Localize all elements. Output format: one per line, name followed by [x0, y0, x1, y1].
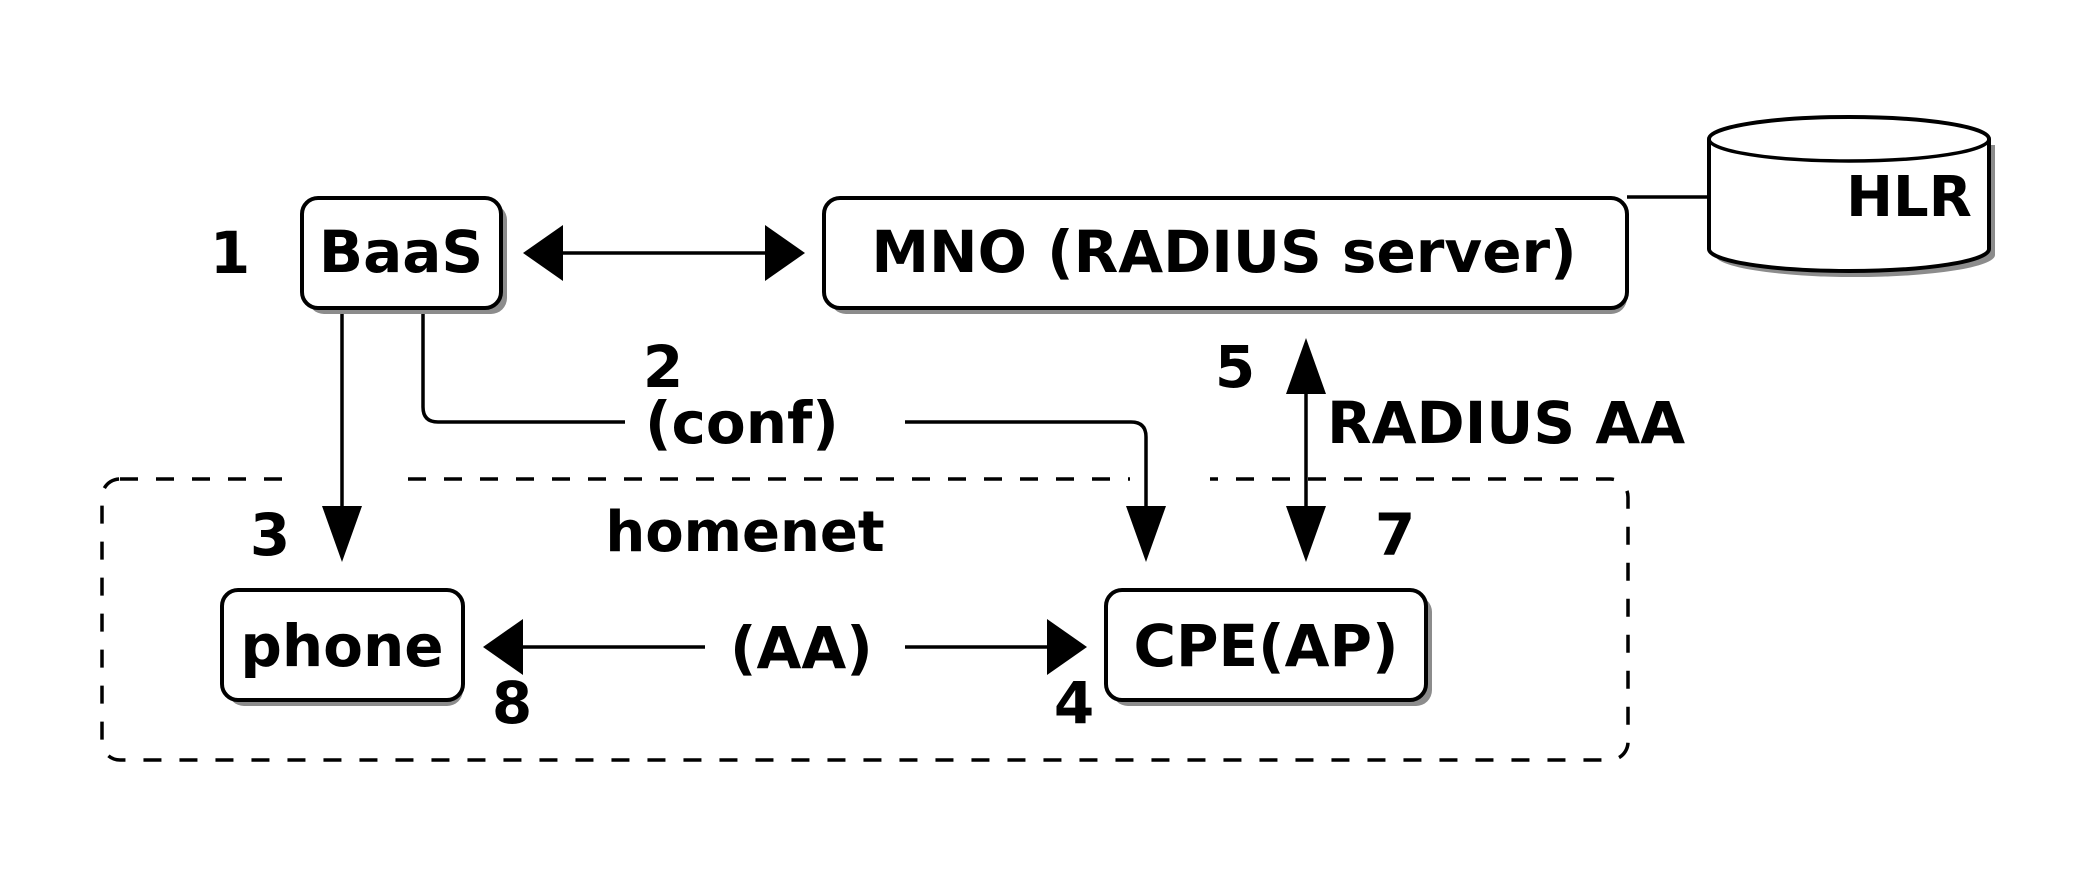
conf-arrow — [421, 309, 1166, 562]
step-3: 3 — [250, 501, 290, 569]
homenet-label: homenet — [605, 500, 884, 565]
homenet-group: homenet — [100, 470, 1630, 762]
conf-label: (conf) — [645, 389, 839, 457]
baas-node: BaaS — [300, 196, 507, 314]
radius-aa-label: RADIUS AA — [1327, 389, 1685, 457]
hlr-label: HLR — [1846, 165, 1972, 230]
phone-node: phone — [220, 588, 465, 706]
mno-node: MNO (RADIUS server) — [822, 196, 1629, 314]
cpe-label: CPE(AP) — [1133, 612, 1398, 680]
radius-aa-arrow — [1286, 338, 1326, 562]
baas-mno-arrow — [523, 225, 805, 281]
step-4: 4 — [1054, 669, 1094, 737]
baas-phone-arrow — [322, 309, 362, 562]
cpe-node: CPE(AP) — [1104, 588, 1432, 706]
baas-label: BaaS — [319, 218, 483, 286]
step-7: 7 — [1375, 501, 1415, 569]
step-8: 8 — [492, 669, 532, 737]
step-1: 1 — [210, 219, 250, 287]
aa-arrow — [483, 619, 1087, 675]
phone-label: phone — [240, 612, 443, 680]
step-5: 5 — [1215, 333, 1255, 401]
mno-label: MNO (RADIUS server) — [871, 218, 1576, 286]
aa-label: (AA) — [730, 614, 873, 682]
hlr-database: HLR — [1707, 115, 1995, 277]
step-2: 2 — [643, 333, 683, 401]
